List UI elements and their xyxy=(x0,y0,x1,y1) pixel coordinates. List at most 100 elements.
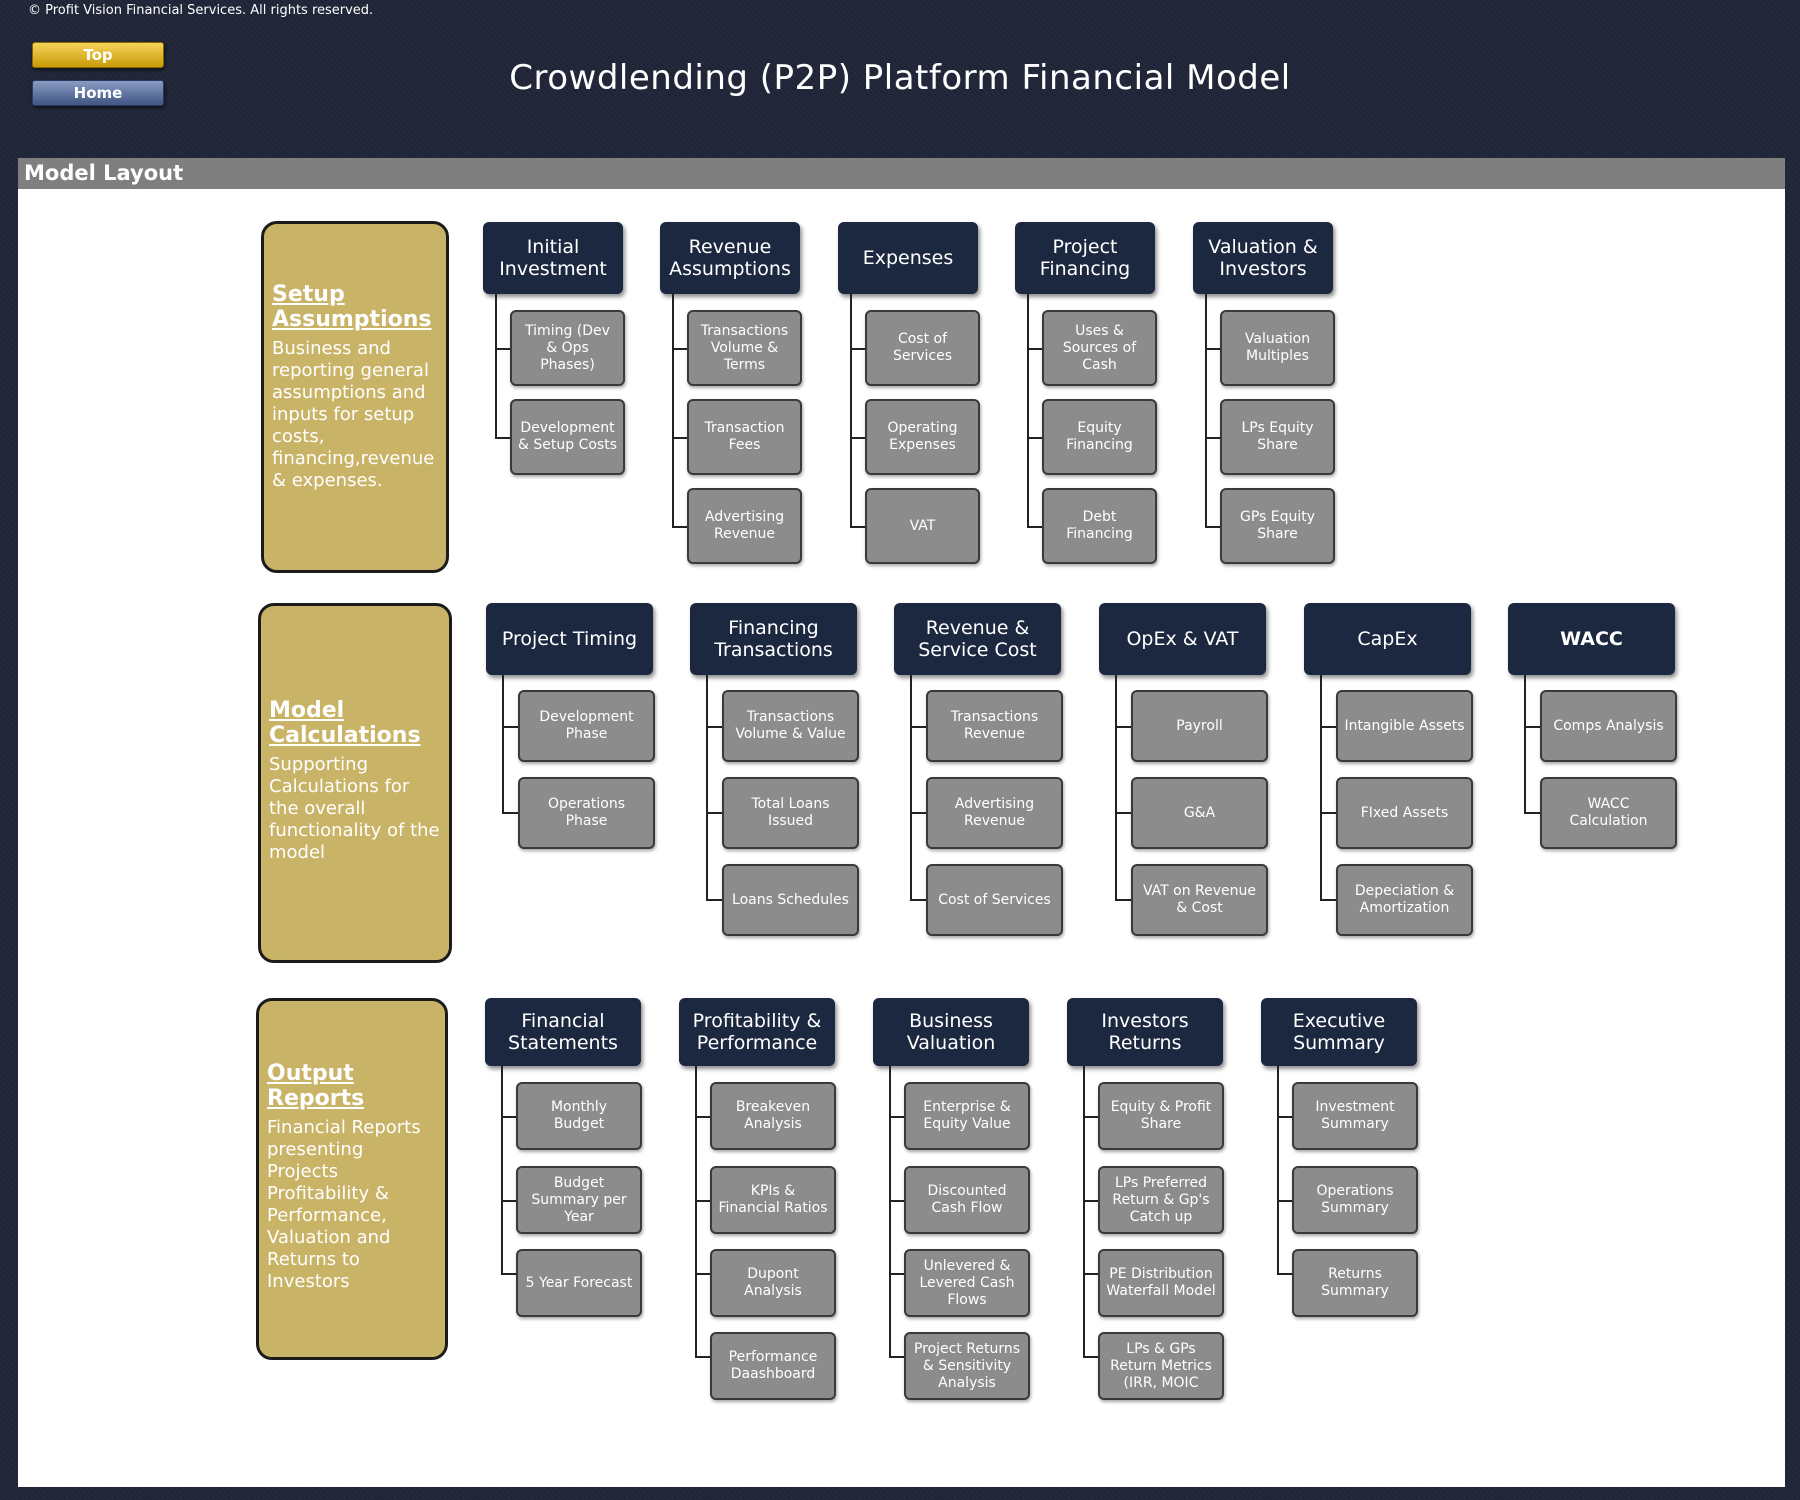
item-kpis-financial-ratios[interactable]: KPIs & Financial Ratios xyxy=(710,1166,836,1234)
section-description: Supporting Calculations for the overall … xyxy=(269,754,440,863)
item-cost-of-services-calc[interactable]: Cost of Services xyxy=(926,864,1063,936)
tree-connector xyxy=(695,1273,710,1275)
item-returns-summary[interactable]: Returns Summary xyxy=(1292,1249,1418,1317)
tree-connector xyxy=(502,726,518,728)
item-lps-equity-share[interactable]: LPs Equity Share xyxy=(1220,399,1335,475)
card-executive-summary[interactable]: Executive Summary xyxy=(1261,998,1417,1066)
tree-connector xyxy=(1083,1116,1098,1118)
item-total-loans-issued[interactable]: Total Loans Issued xyxy=(722,777,859,849)
item-wacc-calculation[interactable]: WACC Calculation xyxy=(1540,777,1677,849)
card-opex-vat[interactable]: OpEx & VAT xyxy=(1099,603,1266,675)
tree-connector xyxy=(502,675,504,813)
item-cost-of-services[interactable]: Cost of Services xyxy=(865,310,980,386)
item-monthly-budget[interactable]: Monthly Budget xyxy=(516,1082,642,1150)
item-investment-summary[interactable]: Investment Summary xyxy=(1292,1082,1418,1150)
item-dupont-analysis[interactable]: Dupont Analysis xyxy=(710,1249,836,1317)
tree-connector xyxy=(850,526,865,528)
tree-connector xyxy=(706,675,708,900)
item-5-year-forecast[interactable]: 5 Year Forecast xyxy=(516,1249,642,1317)
item-gps-equity-share[interactable]: GPs Equity Share xyxy=(1220,488,1335,564)
item-comps-analysis[interactable]: Comps Analysis xyxy=(1540,690,1677,762)
card-wacc[interactable]: WACC xyxy=(1508,603,1675,675)
card-expenses[interactable]: Expenses xyxy=(838,222,978,294)
card-revenue-assumptions[interactable]: Revenue Assumptions xyxy=(660,222,800,294)
item-uses-sources-of-cash[interactable]: Uses & Sources of Cash xyxy=(1042,310,1157,386)
item-transactions-volume-terms[interactable]: Transactions Volume & Terms xyxy=(687,310,802,386)
card-profitability-performance[interactable]: Profitability & Performance xyxy=(679,998,835,1066)
item-development-setup-costs[interactable]: Development & Setup Costs xyxy=(510,399,625,475)
section-setup-assumptions[interactable]: Setup Assumptions Business and reporting… xyxy=(261,221,449,573)
tree-connector xyxy=(1320,675,1322,900)
item-discounted-cash-flow[interactable]: Discounted Cash Flow xyxy=(904,1166,1030,1234)
item-project-returns-sensitivity[interactable]: Project Returns & Sensitivity Analysis xyxy=(904,1332,1030,1400)
item-budget-summary-per-year[interactable]: Budget Summary per Year xyxy=(516,1166,642,1234)
card-investors-returns[interactable]: Investors Returns xyxy=(1067,998,1223,1066)
card-valuation-investors[interactable]: Valuation & Investors xyxy=(1193,222,1333,294)
tree-connector xyxy=(501,1273,516,1275)
item-g-and-a[interactable]: G&A xyxy=(1131,777,1268,849)
section-output-reports[interactable]: Output Reports Financial Reports present… xyxy=(256,998,448,1360)
tree-connector xyxy=(910,726,926,728)
tree-connector xyxy=(850,294,852,527)
item-valuation-multiples[interactable]: Valuation Multiples xyxy=(1220,310,1335,386)
item-lps-gps-return-metrics[interactable]: LPs & GPs Return Metrics (IRR, MOIC xyxy=(1098,1332,1224,1400)
home-button[interactable]: Home xyxy=(32,80,164,106)
item-payroll[interactable]: Payroll xyxy=(1131,690,1268,762)
section-title[interactable]: Setup Assumptions xyxy=(272,282,432,332)
item-vat[interactable]: VAT xyxy=(865,488,980,564)
tree-connector xyxy=(850,437,865,439)
tree-connector xyxy=(1205,437,1220,439)
card-financing-transactions[interactable]: Financing Transactions xyxy=(690,603,857,675)
item-depreciation-amortization[interactable]: Depeciation & Amortization xyxy=(1336,864,1473,936)
item-advertising-revenue-calc[interactable]: Advertising Revenue xyxy=(926,777,1063,849)
item-transaction-fees[interactable]: Transaction Fees xyxy=(687,399,802,475)
tree-connector xyxy=(1277,1116,1292,1118)
top-button[interactable]: Top xyxy=(32,42,164,68)
tree-connector xyxy=(672,294,674,527)
item-lps-preferred-return[interactable]: LPs Preferred Return & Gp's Catch up xyxy=(1098,1166,1224,1234)
item-operations-summary[interactable]: Operations Summary xyxy=(1292,1166,1418,1234)
item-development-phase[interactable]: Development Phase xyxy=(518,690,655,762)
tree-connector xyxy=(495,348,510,350)
item-transactions-volume-value[interactable]: Transactions Volume & Value xyxy=(722,690,859,762)
tree-connector xyxy=(1115,899,1131,901)
item-unlevered-levered-cash-flows[interactable]: Unlevered & Levered Cash Flows xyxy=(904,1249,1030,1317)
item-equity-profit-share[interactable]: Equity & Profit Share xyxy=(1098,1082,1224,1150)
tree-connector xyxy=(889,1273,904,1275)
section-title[interactable]: Model Calculations xyxy=(269,698,421,748)
tree-connector xyxy=(910,675,912,900)
card-capex[interactable]: CapEx xyxy=(1304,603,1471,675)
item-performance-dashboard[interactable]: Performance Daashboard xyxy=(710,1332,836,1400)
section-description: Financial Reports presenting Projects Pr… xyxy=(267,1117,421,1292)
card-project-financing[interactable]: Project Financing xyxy=(1015,222,1155,294)
item-equity-financing[interactable]: Equity Financing xyxy=(1042,399,1157,475)
copyright-text: © Profit Vision Financial Services. All … xyxy=(28,3,374,18)
item-fixed-assets[interactable]: FIxed Assets xyxy=(1336,777,1473,849)
item-breakeven-analysis[interactable]: Breakeven Analysis xyxy=(710,1082,836,1150)
item-vat-on-revenue-cost[interactable]: VAT on Revenue & Cost xyxy=(1131,864,1268,936)
item-enterprise-equity-value[interactable]: Enterprise & Equity Value xyxy=(904,1082,1030,1150)
item-debt-financing[interactable]: Debt Financing xyxy=(1042,488,1157,564)
item-advertising-revenue[interactable]: Advertising Revenue xyxy=(687,488,802,564)
card-revenue-service-cost[interactable]: Revenue & Service Cost xyxy=(894,603,1061,675)
tree-connector xyxy=(501,1200,516,1202)
item-timing[interactable]: Timing (Dev & Ops Phases) xyxy=(510,310,625,386)
tree-connector xyxy=(1524,675,1526,813)
item-operating-expenses[interactable]: Operating Expenses xyxy=(865,399,980,475)
section-model-calculations[interactable]: Model Calculations Supporting Calculatio… xyxy=(258,603,452,963)
tree-connector xyxy=(1320,899,1336,901)
tree-connector xyxy=(1083,1200,1098,1202)
card-business-valuation[interactable]: Business Valuation xyxy=(873,998,1029,1066)
item-operations-phase[interactable]: Operations Phase xyxy=(518,777,655,849)
card-financial-statements[interactable]: Financial Statements xyxy=(485,998,641,1066)
tree-connector xyxy=(672,526,687,528)
tree-connector xyxy=(706,726,722,728)
tree-connector xyxy=(889,1356,904,1358)
item-loans-schedules[interactable]: Loans Schedules xyxy=(722,864,859,936)
item-transactions-revenue[interactable]: Transactions Revenue xyxy=(926,690,1063,762)
item-intangible-assets[interactable]: Intangible Assets xyxy=(1336,690,1473,762)
card-project-timing[interactable]: Project Timing xyxy=(486,603,653,675)
section-title[interactable]: Output Reports xyxy=(267,1061,365,1111)
card-initial-investment[interactable]: Initial Investment xyxy=(483,222,623,294)
item-pe-distribution-waterfall[interactable]: PE Distribution Waterfall Model xyxy=(1098,1249,1224,1317)
